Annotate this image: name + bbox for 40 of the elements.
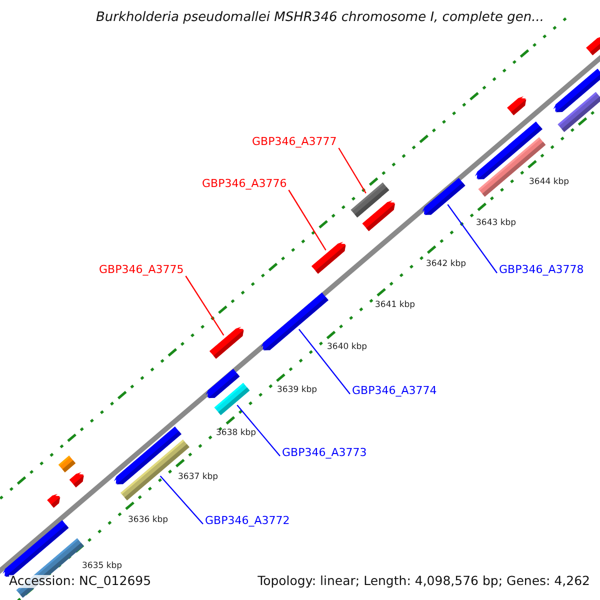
- gene-label: GBP346_A3776: [202, 178, 287, 189]
- gene-feature: [474, 122, 542, 180]
- leader-line: [288, 190, 326, 250]
- gene-feature: [586, 36, 600, 56]
- accession-text: Accession: NC_012695: [9, 575, 152, 588]
- position-label: 3636 kbp: [128, 516, 168, 524]
- gene-feature: [210, 326, 244, 359]
- position-label: 3637 kbp: [178, 473, 218, 482]
- genome-info-text: Topology: linear; Length: 4,098,576 bp; Genes: 4,262: [258, 575, 590, 588]
- position-label: 3641 kbp: [375, 301, 416, 310]
- leader-line: [185, 276, 224, 336]
- gene-label: GBP346_A3778: [499, 264, 584, 275]
- position-label: 3644 kbp: [529, 178, 570, 186]
- gene-feature: [58, 456, 76, 472]
- gene-feature: [558, 92, 600, 132]
- gene-label: GBP346_A3775: [99, 264, 184, 275]
- position-label: 3643 kbp: [476, 219, 516, 228]
- gene-feature: [260, 292, 328, 350]
- gene-feature: [69, 472, 84, 488]
- gene-label: GBP346_A3777: [252, 136, 337, 147]
- gene-feature: [214, 382, 250, 416]
- gene-label: GBP346_A3773: [282, 447, 367, 458]
- leader-line: [236, 404, 280, 456]
- position-label: 3642 kbp: [426, 260, 466, 268]
- leader-line: [160, 476, 204, 524]
- leader-line: [298, 328, 350, 394]
- title: Burkholderia pseudomallei MSHR346 chromosome I, complete gen...: [94, 11, 546, 24]
- position-label: 3635 kbp: [82, 562, 122, 570]
- position-label: 3638 kbp: [216, 429, 256, 438]
- position-label: 3640 kbp: [327, 343, 368, 352]
- gene-feature: [312, 242, 346, 274]
- leader-line: [447, 204, 498, 274]
- leader-line: [338, 148, 366, 194]
- gene-feature: [422, 178, 466, 215]
- position-label: 3639 kbp: [277, 386, 318, 394]
- gene-label: GBP346_A3774: [352, 385, 437, 396]
- gene-feature: [47, 494, 60, 508]
- gene-label: GBP346_A3772: [205, 515, 290, 526]
- gene-feature: [362, 200, 396, 232]
- gene-feature: [507, 96, 526, 116]
